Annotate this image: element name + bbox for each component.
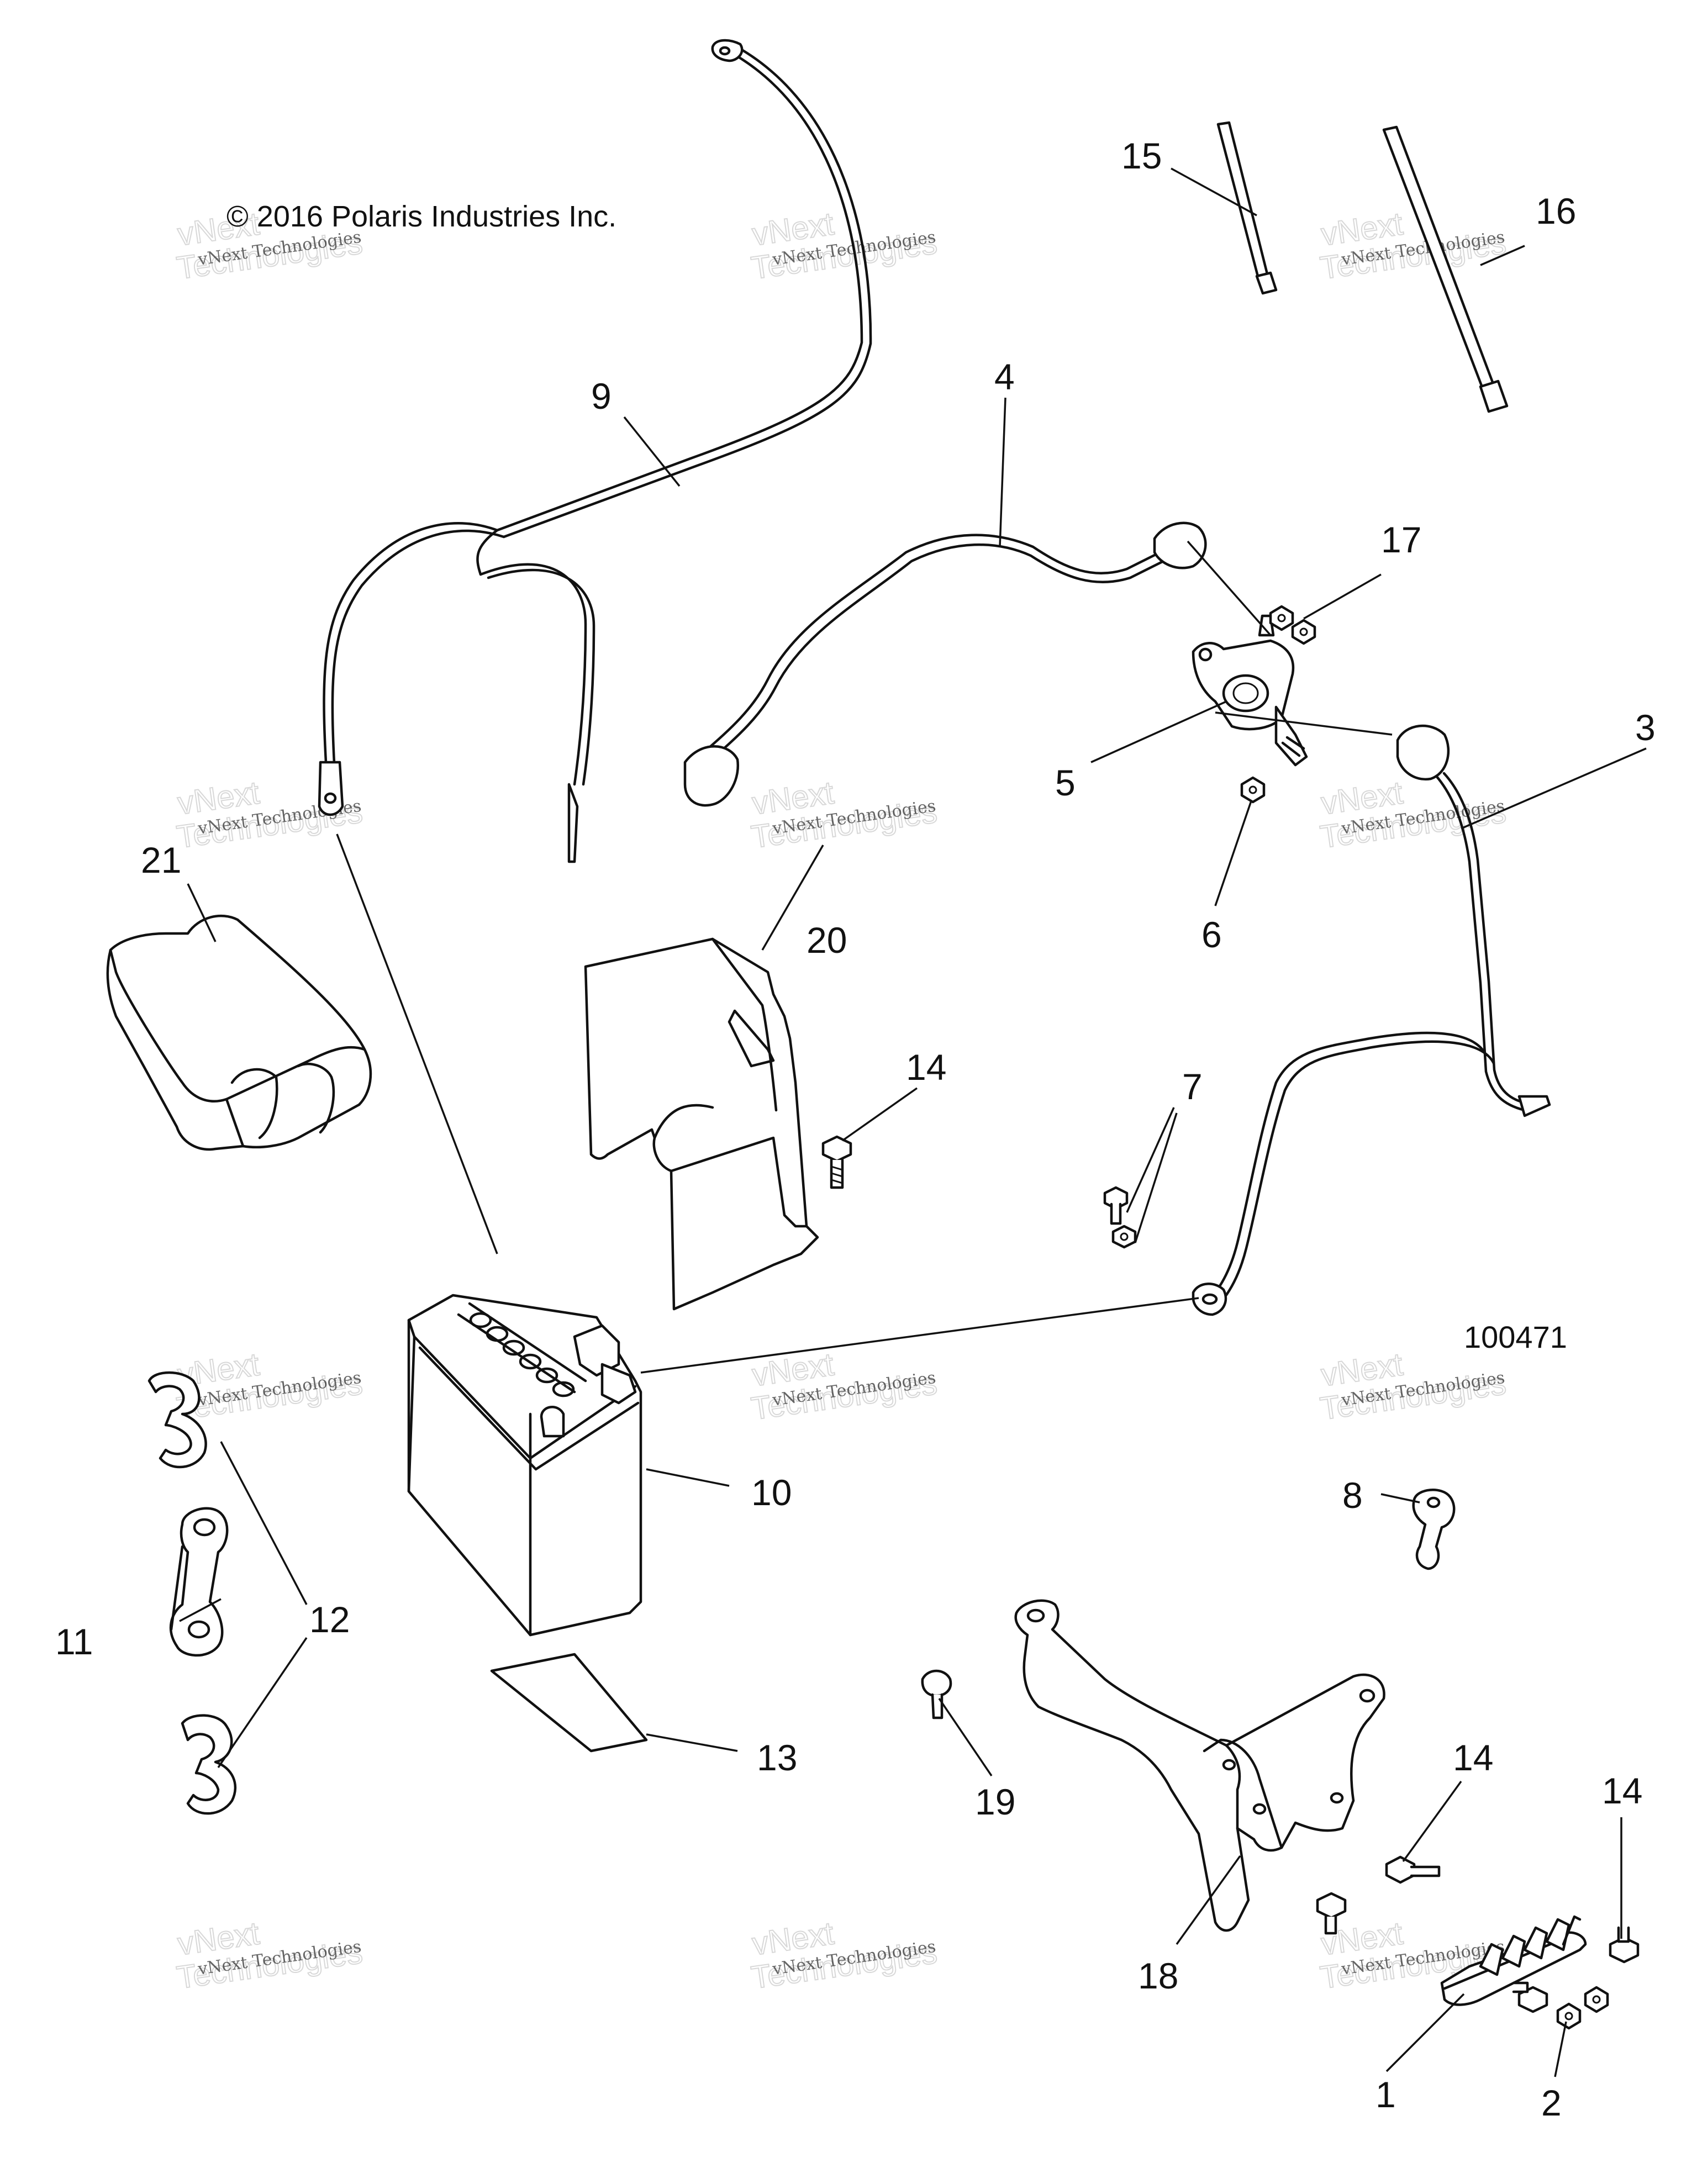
copyright-text: © 2016 Polaris Industries Inc.	[226, 200, 616, 233]
callout-2: 2	[1541, 2082, 1562, 2123]
callout-18: 18	[1138, 1955, 1178, 1996]
figure-number: 100471	[1464, 1320, 1567, 1354]
part-14-bolt	[1385, 1855, 1441, 1884]
part-12-clip	[181, 1714, 237, 1815]
callout-14b: 14	[1453, 1737, 1493, 1778]
part-14-bolt	[1316, 1892, 1347, 1935]
callout-3: 3	[1635, 707, 1656, 748]
callout-17: 17	[1381, 519, 1421, 560]
watermark: vNext Technologies vNext Technologies	[749, 774, 940, 856]
callout-21: 21	[141, 840, 181, 880]
callout-12a: 12	[309, 1599, 350, 1640]
callout-16: 16	[1536, 191, 1576, 231]
part-6-fastener	[1240, 776, 1266, 804]
part-11-hold-down	[169, 1507, 229, 1657]
part-16-cable-tie	[1382, 125, 1509, 413]
watermark: vNext Technologies vNext Technologies	[749, 1914, 940, 1996]
callout-13: 13	[757, 1737, 797, 1778]
watermark: vNext Technologies vNext Technologies	[1317, 205, 1509, 287]
watermark: vNext Technologies vNext Technologies	[174, 1346, 365, 1427]
callout-15: 15	[1121, 135, 1162, 176]
part-20-heat-shield	[584, 937, 819, 1311]
callout-4: 4	[994, 356, 1015, 397]
part-17-nuts	[1269, 605, 1316, 645]
callout-5: 5	[1055, 762, 1076, 803]
part-21-battery-cover	[106, 914, 372, 1151]
callout-20: 20	[807, 920, 847, 961]
callout-10: 10	[751, 1472, 792, 1513]
callout-19: 19	[975, 1781, 1015, 1822]
callout-14c: 14	[1602, 1770, 1642, 1811]
watermark: vNext Technologies vNext Technologies	[174, 1914, 365, 1996]
callout-8: 8	[1342, 1475, 1363, 1516]
callout-14a: 14	[906, 1047, 946, 1088]
part-3-battery-cable	[1192, 724, 1551, 1316]
part-5-starter-solenoid	[1192, 614, 1308, 767]
part-14-bolt	[821, 1135, 852, 1189]
part-15-cable-tie	[1216, 121, 1278, 295]
part-13-label	[490, 1653, 648, 1753]
part-2-nut	[1556, 1986, 1609, 2030]
callouts: 1 2 3 4 5 6 7 8 9 10 11 12 12 13 14 14 1…	[55, 135, 1656, 2123]
part-14-bolt	[1609, 1926, 1640, 1964]
part-10-battery	[407, 1294, 642, 1637]
callout-1: 1	[1375, 2074, 1396, 2115]
part-18-bracket	[1014, 1599, 1385, 1932]
callout-7: 7	[1182, 1066, 1203, 1107]
callout-11: 11	[55, 1621, 93, 1662]
part-14-bolt	[1512, 1981, 1548, 2013]
part-1-terminal-block	[1440, 1915, 1587, 2006]
leader-lines	[179, 167, 1647, 2077]
watermark: vNext Technologies vNext Technologies	[749, 205, 940, 287]
part-4-positive-cable	[683, 521, 1207, 807]
part-12-clip	[147, 1371, 207, 1469]
part-7-bolt-nut	[1103, 1186, 1137, 1249]
part-8-clip	[1412, 1489, 1456, 1570]
part-9-battery-cable	[318, 39, 872, 863]
callout-6: 6	[1201, 914, 1222, 955]
callout-9: 9	[591, 376, 612, 416]
